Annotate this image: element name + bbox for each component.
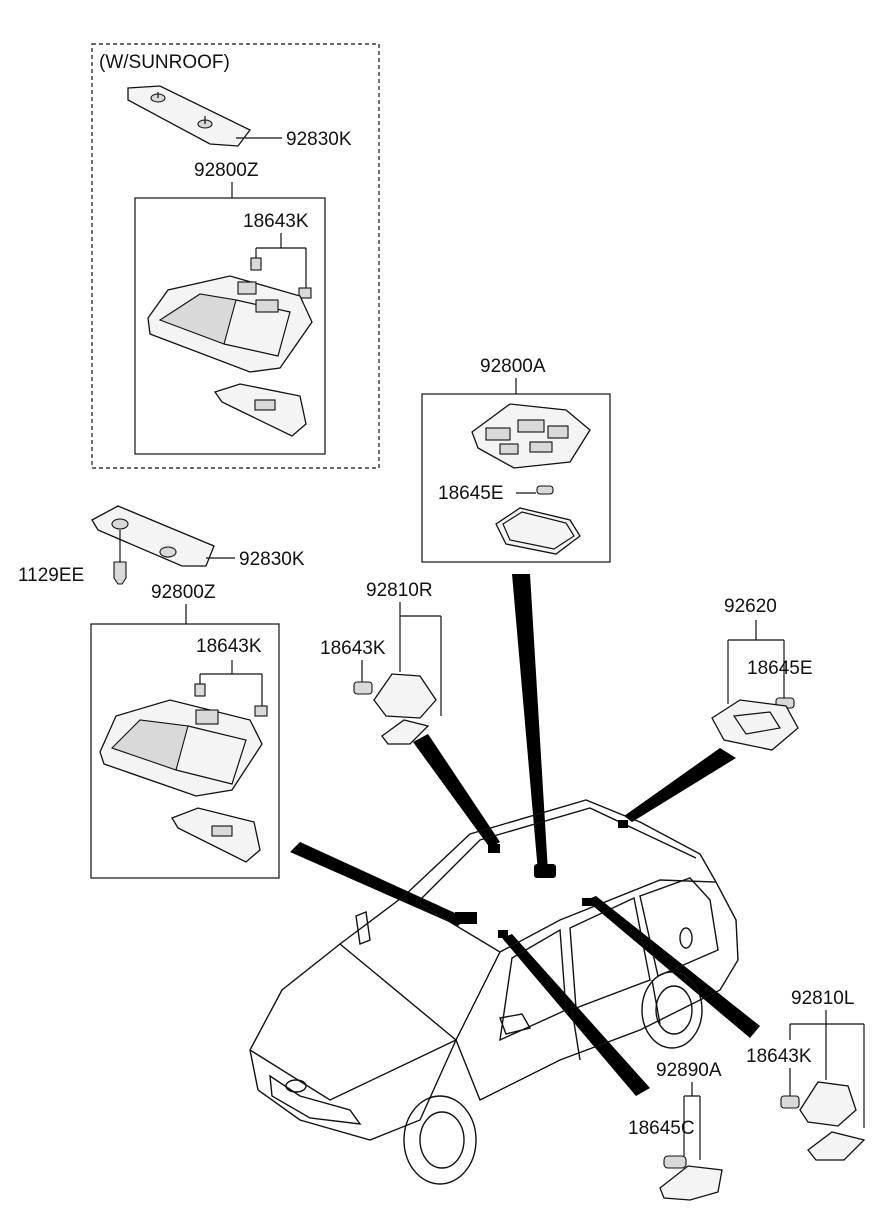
bracket-92830K-upper: [127, 85, 251, 147]
box-92800Z-upper: [134, 197, 326, 455]
car-mirror: [499, 1013, 532, 1035]
car-hood: [249, 943, 457, 1101]
label-18645E-upper: 18645E: [438, 483, 504, 504]
label-92830K-upper: 92830K: [286, 129, 352, 150]
leader-92810R: [399, 602, 442, 716]
bulb-18645E-upper: [536, 485, 554, 495]
label-18645C: 18645C: [628, 1118, 695, 1139]
car-rear-wheel: [641, 971, 703, 1049]
box-92800Z-lower: [90, 623, 280, 879]
bulb-18643K-upper-2: [298, 287, 312, 299]
roof-spot-front: [455, 912, 477, 924]
lens-cover-92800Z-upper: [213, 383, 307, 437]
sunroof-dashed-frame: [91, 43, 380, 469]
group-92620: 92620 18645E: [711, 596, 813, 751]
car-roof: [403, 799, 717, 897]
bracket-92830K-lower: [91, 505, 215, 567]
console-92800Z-lower: [99, 699, 263, 797]
pointer-92620: [624, 748, 736, 822]
label-1129EE: 1129EE: [18, 565, 84, 586]
lens-92810R: [381, 719, 430, 745]
lamp-92810R: [373, 673, 437, 719]
bulb-18643K-lower-1: [194, 683, 206, 697]
lamp-92810L: [799, 1081, 857, 1127]
car-grille: [269, 1074, 362, 1125]
label-92890A: 92890A: [656, 1060, 722, 1081]
label-18643K-lower: 18643K: [196, 636, 262, 657]
group-92800A: 92800A 18645E: [421, 356, 611, 563]
leader-18643K-upper: [255, 233, 307, 288]
lamp-92890A: [659, 1165, 723, 1201]
leader-18643K-lower: [199, 660, 263, 706]
console-92800Z-upper: [147, 275, 313, 373]
vehicle-outline: [249, 799, 739, 1185]
bulb-18643K-lower-2: [254, 705, 268, 717]
leader-92890A: [683, 1082, 701, 1160]
pointer-92890A: [502, 934, 650, 1096]
car-rear-door-window: [569, 896, 651, 1009]
roof-spot-center: [534, 864, 556, 878]
label-92810L: 92810L: [791, 988, 854, 1009]
label-92800Z-upper: 92800Z: [194, 160, 259, 181]
lens-92810L: [807, 1131, 866, 1161]
car-front-wheel: [403, 1095, 477, 1185]
lens-92800A: [495, 507, 581, 555]
label-18643K-92810L: 18643K: [746, 1046, 812, 1067]
pointer-92800Z: [290, 842, 466, 926]
lens-cover-92800Z-lower: [171, 807, 261, 863]
label-92810R: 92810R: [366, 580, 433, 601]
screw-1129EE: [113, 561, 127, 585]
leader-92620: [727, 620, 785, 704]
group-92810R: 92810R 18643K: [320, 580, 442, 745]
box-92800A: [421, 393, 611, 563]
group-92800Z-lower: 92830K 1129EE 92800Z 18643K: [18, 505, 305, 879]
sunroof-note: (W/SUNROOF): [99, 52, 230, 73]
console-92800A: [471, 403, 591, 469]
label-18643K-upper: 18643K: [243, 211, 309, 232]
pointer-92810R: [413, 734, 500, 848]
bulb-18643K-upper-1: [250, 257, 262, 271]
bulb-18643K-92810L: [780, 1095, 800, 1109]
sunroof-group: (W/SUNROOF) 92830K 92800Z 18643K: [91, 43, 380, 469]
roof-spot-right-front: [488, 844, 500, 853]
car-quarter-window: [639, 877, 719, 977]
bulb-18643K-92810R: [353, 681, 373, 695]
label-92830K-lower: 92830K: [239, 549, 305, 570]
bulb-18645C: [663, 1155, 687, 1169]
lamp-92620: [711, 699, 799, 751]
label-92620: 92620: [724, 596, 777, 617]
car-front-door-window: [499, 928, 567, 1042]
group-92890A: 92890A 18645C: [628, 1060, 723, 1201]
label-92800Z-lower: 92800Z: [151, 582, 216, 603]
roof-spot-rear: [618, 820, 628, 828]
leader-92810L: [789, 1010, 865, 1128]
group-92810L: 92810L 18643K: [746, 988, 866, 1161]
pointer-92810L: [586, 896, 760, 1038]
pointer-92800A: [512, 574, 548, 872]
roof-spot-left-rear: [582, 898, 594, 906]
label-92800A: 92800A: [480, 356, 546, 377]
label-18645E-92620: 18645E: [747, 658, 813, 679]
label-18643K-92810R: 18643K: [320, 638, 386, 659]
roof-spot-map: [498, 930, 508, 938]
